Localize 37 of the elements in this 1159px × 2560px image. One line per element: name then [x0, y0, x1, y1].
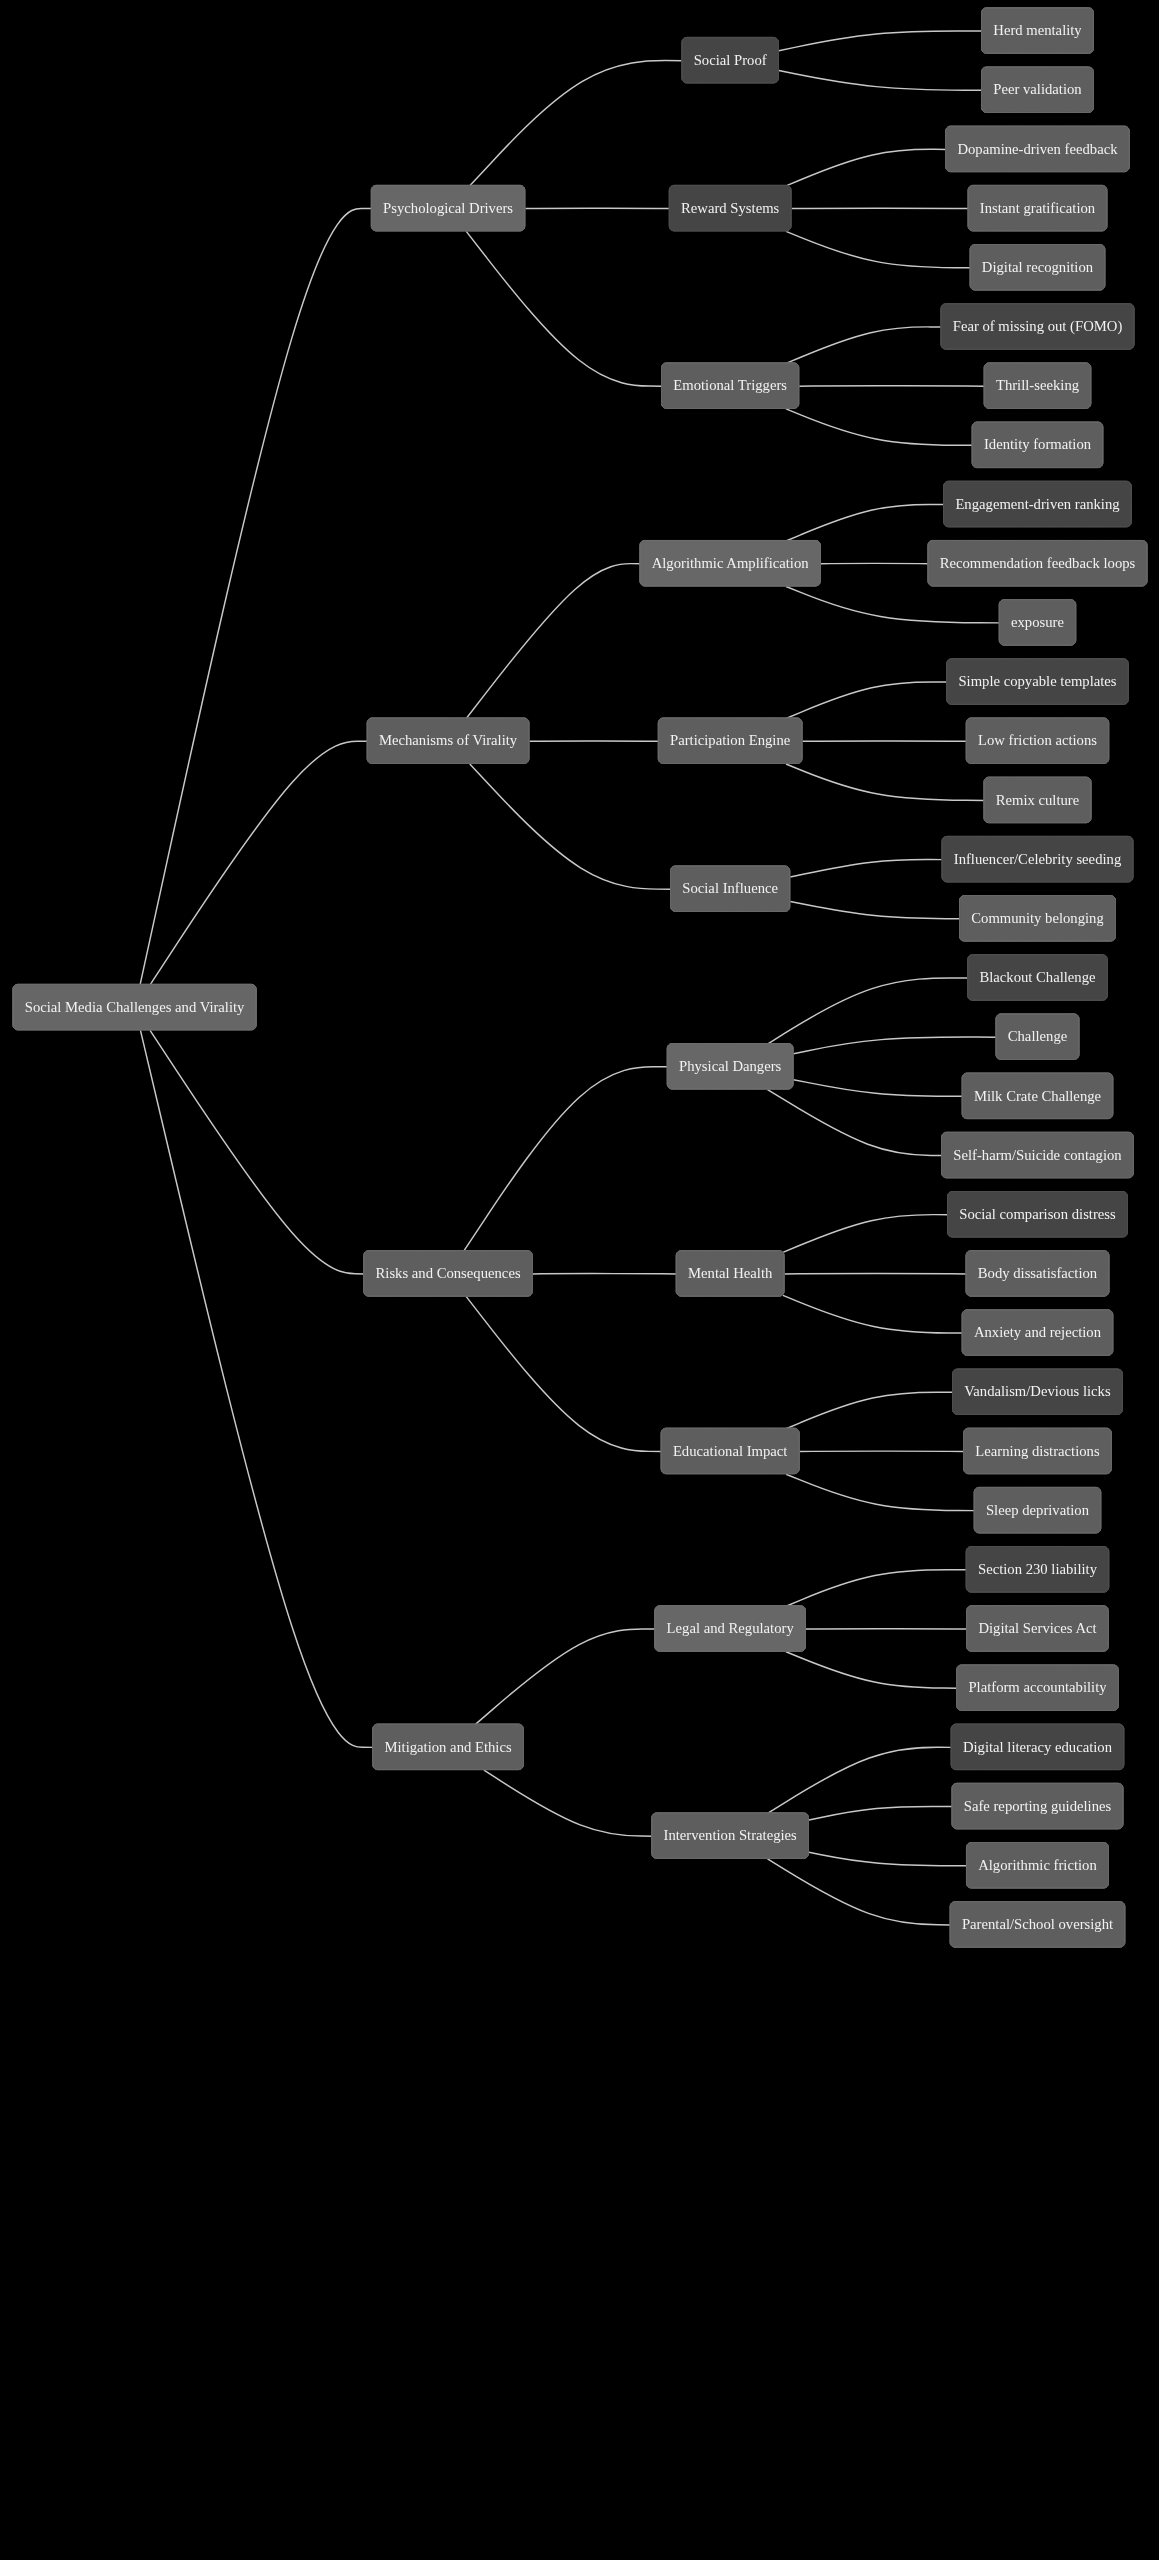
- connector: [465, 230, 663, 387]
- connector: [784, 1473, 975, 1512]
- connector: [804, 1627, 968, 1630]
- connector: [784, 585, 1000, 624]
- connector: [468, 763, 672, 890]
- connector: [465, 1295, 662, 1453]
- connector: [784, 1651, 958, 1689]
- connector: [766, 1088, 943, 1157]
- connector: [766, 977, 969, 1045]
- connector: [531, 1272, 677, 1275]
- connector: [819, 562, 929, 565]
- connector: [798, 1450, 965, 1453]
- connector: [766, 1858, 951, 1926]
- connector: [777, 30, 983, 52]
- connector: [801, 740, 967, 742]
- connector: [783, 1272, 967, 1275]
- connector: [482, 1769, 653, 1837]
- connector: [807, 1805, 953, 1821]
- connector: [473, 1628, 656, 1726]
- connector: [462, 1065, 668, 1252]
- connector: [798, 385, 985, 387]
- connector: [790, 207, 969, 210]
- connector: [789, 900, 961, 920]
- connector: [465, 562, 641, 720]
- connector: [139, 1029, 374, 1749]
- connector: [148, 1029, 365, 1275]
- connector: [148, 740, 368, 986]
- connector: [784, 763, 985, 802]
- connector: [792, 1036, 997, 1055]
- connector: [781, 1213, 949, 1254]
- connector: [781, 1294, 963, 1334]
- connector: [777, 69, 983, 91]
- connector: [468, 59, 683, 187]
- connector: [784, 408, 973, 447]
- connector: [784, 230, 971, 269]
- connector: [792, 1078, 963, 1098]
- connector: [789, 858, 943, 878]
